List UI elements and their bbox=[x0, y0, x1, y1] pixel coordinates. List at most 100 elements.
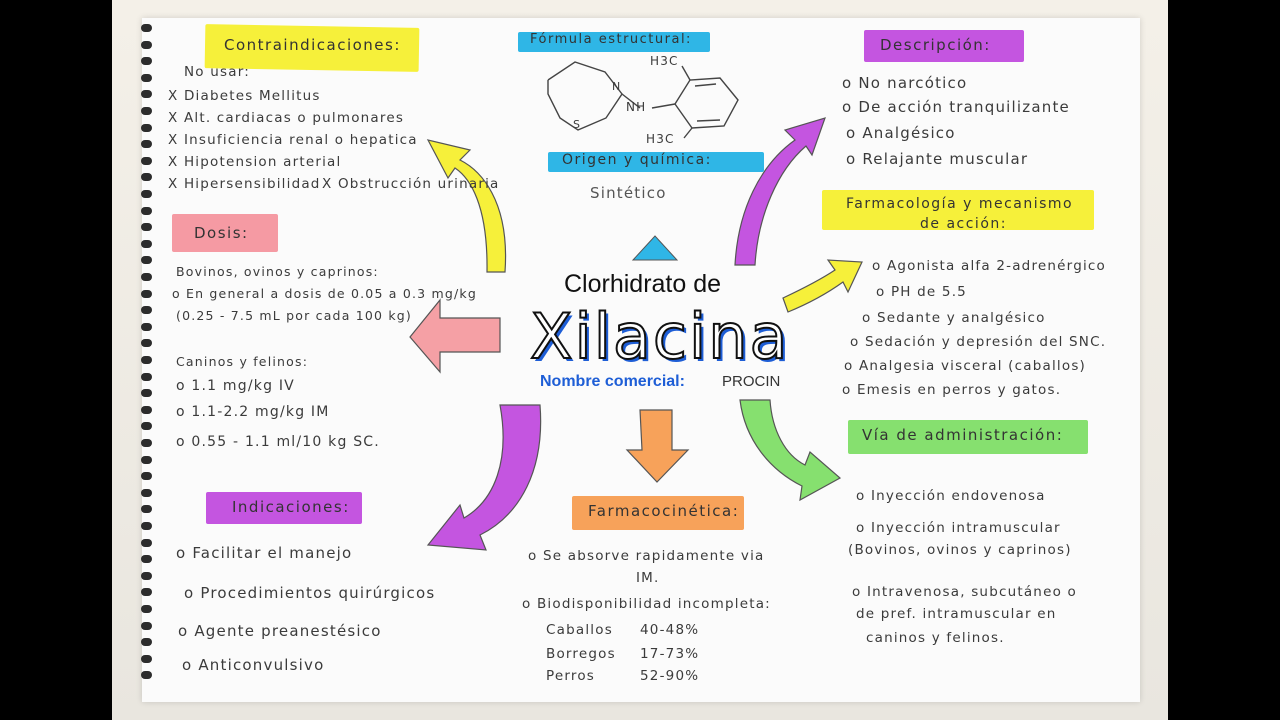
trade-name-label: Nombre comercial: bbox=[540, 373, 685, 390]
arrow-cyan-formula bbox=[631, 235, 679, 261]
formula-label-nh: NH bbox=[626, 100, 647, 114]
spiral-ring bbox=[141, 538, 152, 547]
farmacocinetica-abs-line2: IM. bbox=[636, 570, 660, 586]
contraindicacion-item: X Obstrucción urinaria bbox=[322, 176, 500, 192]
spiral-ring bbox=[141, 488, 152, 497]
farmacocinetica-value: 40-48% bbox=[640, 622, 700, 638]
spiral-ring bbox=[141, 472, 152, 481]
arrow-orange-farmacocinetica bbox=[625, 409, 690, 483]
via-title: Vía de administración: bbox=[862, 426, 1064, 444]
formula-label-n: N bbox=[612, 80, 622, 93]
spiral-ring bbox=[141, 571, 152, 580]
via-item2-line2: (Bovinos, ovinos y caprinos) bbox=[848, 542, 1072, 558]
highlight-indicaciones bbox=[206, 492, 362, 524]
spiral-ring bbox=[141, 140, 152, 149]
spiral-ring bbox=[141, 439, 152, 447]
spiral-ring bbox=[141, 73, 152, 82]
center-title: Xilacina bbox=[529, 299, 790, 374]
contraindicacion-item: X Alt. cardiacas o pulmonares bbox=[168, 110, 405, 126]
contraindicacion-item: X Diabetes Mellitus bbox=[168, 88, 321, 104]
farmacocinetica-title: Farmacocinética: bbox=[588, 502, 740, 520]
trade-name-value: PROCIN bbox=[722, 373, 781, 390]
arrow-pink-dosis bbox=[409, 298, 501, 374]
farmacologia-item: o Emesis en perros y gatos. bbox=[842, 382, 1062, 398]
dosis-bov-heading: Bovinos, ovinos y caprinos: bbox=[176, 264, 379, 279]
indicacion-item: o Procedimientos quirúrgicos bbox=[184, 584, 436, 602]
contraindicaciones-intro: No usar: bbox=[184, 64, 250, 80]
farmacocinetica-species: Perros bbox=[546, 668, 596, 684]
spiral-ring bbox=[141, 123, 152, 132]
arrow-yellow-farmacologia bbox=[782, 259, 863, 313]
farmacologia-item: o Sedante y analgésico bbox=[862, 310, 1046, 326]
origen-title: Origen y química: bbox=[562, 152, 712, 168]
spiral-ring bbox=[141, 239, 152, 248]
spiral-ring bbox=[141, 339, 152, 348]
via-item3-line2: de pref. intramuscular en bbox=[856, 606, 1057, 622]
spiral-ring bbox=[141, 57, 152, 66]
descripcion-item: o Analgésico bbox=[846, 124, 956, 142]
dosis-bov-line2: (0.25 - 7.5 mL por cada 100 kg) bbox=[176, 308, 413, 323]
farmacologia-item: o Analgesia visceral (caballos) bbox=[844, 358, 1087, 374]
dosis-can-item: o 1.1 mg/kg IV bbox=[176, 378, 295, 394]
spiral-ring bbox=[141, 455, 152, 464]
via-item2-line1: o Inyección intramuscular bbox=[856, 520, 1061, 536]
spiral-ring bbox=[141, 555, 152, 564]
dosis-can-item: o 0.55 - 1.1 ml/10 kg SC. bbox=[176, 434, 380, 450]
spiral-ring bbox=[141, 223, 152, 232]
farmacocinetica-value: 17-73% bbox=[640, 646, 700, 662]
highlight-dosis bbox=[172, 214, 278, 252]
spiral-ring bbox=[141, 24, 152, 32]
spiral-ring bbox=[141, 306, 152, 315]
farmacologia-item: o Sedación y depresión del SNC. bbox=[850, 334, 1107, 350]
spiral-ring bbox=[141, 256, 152, 265]
farmacologia-item: o Agonista alfa 2-adrenérgico bbox=[872, 258, 1106, 274]
spiral-ring bbox=[141, 107, 152, 115]
origen-value: Sintético bbox=[590, 184, 667, 202]
dosis-can-heading: Caninos y felinos: bbox=[176, 354, 309, 369]
highlight-farmacocinetica bbox=[572, 496, 744, 530]
chemical-structure bbox=[547, 61, 739, 139]
spiral-ring bbox=[141, 405, 152, 414]
descripcion-item: o De acción tranquilizante bbox=[842, 98, 1070, 116]
arrow-yellow-contraindicaciones bbox=[426, 139, 507, 273]
highlight-via bbox=[848, 420, 1088, 454]
spiral-ring bbox=[141, 422, 152, 431]
dosis-bov-line1: o En general a dosis de 0.05 a 0.3 mg/kg bbox=[172, 286, 477, 301]
spiral-ring bbox=[141, 322, 152, 331]
spiral-ring bbox=[141, 273, 152, 281]
farmacocinetica-value: 52-90% bbox=[640, 668, 700, 684]
indicacion-item: o Facilitar el manejo bbox=[176, 544, 353, 562]
notebook-page bbox=[142, 18, 1140, 702]
contraindicacion-item: X Insuficiencia renal o hepatica bbox=[168, 132, 418, 148]
contraindicacion-item: X Hipersensibilidad bbox=[168, 176, 321, 192]
contraindicacion-item: X Hipotension arterial bbox=[168, 154, 342, 170]
farmacologia-title-line1: Farmacología y mecanismo bbox=[846, 196, 1074, 212]
formula-label-h3c-bottom: H3C bbox=[646, 132, 675, 146]
center-line1: Clorhidrato de bbox=[564, 270, 722, 298]
contraindicaciones-title: Contraindicaciones: bbox=[224, 36, 401, 54]
spiral-ring bbox=[141, 289, 152, 298]
spiral-ring bbox=[141, 638, 152, 647]
indicaciones-title: Indicaciones: bbox=[232, 498, 350, 516]
highlight-formula bbox=[518, 32, 710, 52]
farmacocinetica-abs-line1: o Se absorve rapidamente via bbox=[528, 548, 765, 564]
arrow-purple-indicaciones bbox=[426, 404, 542, 551]
highlight-descripcion bbox=[864, 30, 1024, 62]
indicacion-item: o Anticonvulsivo bbox=[182, 656, 325, 674]
spiral-ring bbox=[141, 621, 152, 630]
formula-label-h3c-top: H3C bbox=[650, 54, 679, 68]
formula-title: Fórmula estructural: bbox=[530, 32, 692, 47]
spiral-ring bbox=[141, 389, 152, 398]
spiral-ring bbox=[141, 356, 152, 364]
descripcion-item: o No narcótico bbox=[842, 74, 968, 92]
spiral-ring bbox=[141, 605, 152, 613]
farmacologia-item: o PH de 5.5 bbox=[876, 284, 967, 300]
spiral-ring bbox=[141, 173, 152, 182]
via-item1: o Inyección endovenosa bbox=[856, 488, 1046, 504]
spiral-ring bbox=[141, 156, 152, 165]
spiral-ring bbox=[141, 522, 152, 530]
arrow-purple-descripcion bbox=[734, 117, 826, 266]
farmacologia-title-line2: de acción: bbox=[920, 216, 1007, 232]
spiral-ring bbox=[141, 90, 152, 99]
highlight-farmacologia bbox=[822, 190, 1094, 230]
